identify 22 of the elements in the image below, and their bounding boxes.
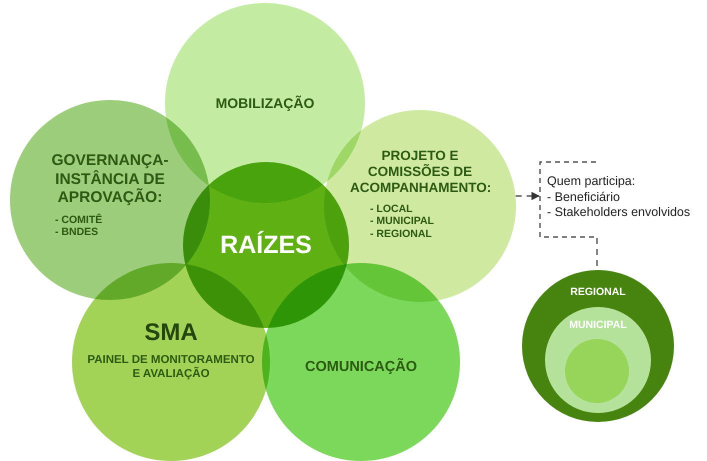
list-item: PAINEL DE MONITORAMENTO E AVALIAÇÃO [86,354,256,382]
list-item: - REGIONAL [370,228,433,240]
circle-title: SMA [144,319,198,348]
list-item: - LOCAL [370,202,414,216]
inner-circle [565,339,629,403]
circle-title: REGIONAL [570,286,626,299]
circle-title: PROJETO E COMISSÕES DE ACOMPANHAMENTO: [350,148,490,197]
circle-title: GOVERNANÇA- INSTÂNCIA DE APROVAÇÃO: [50,152,170,208]
list-item: - Beneficiário [547,190,621,206]
circle [262,263,460,461]
circle-title: MOBILIZAÇÃO [216,95,314,112]
note-heading: Quem participa: [547,174,636,190]
list-item: - BNDES [55,226,100,239]
list-item: - Stakeholders envolvidos [547,205,692,221]
circle-title: COMUNICAÇÃO [305,359,417,376]
circle-title: RAÍZES [220,230,312,260]
circle [522,270,674,422]
circle [545,307,651,413]
list-item: - MUNICIPAL [370,215,435,228]
circle-title: MUNICIPAL [569,319,627,332]
dashed-connector [516,192,540,200]
list-item: - COMITÊ [55,214,104,226]
